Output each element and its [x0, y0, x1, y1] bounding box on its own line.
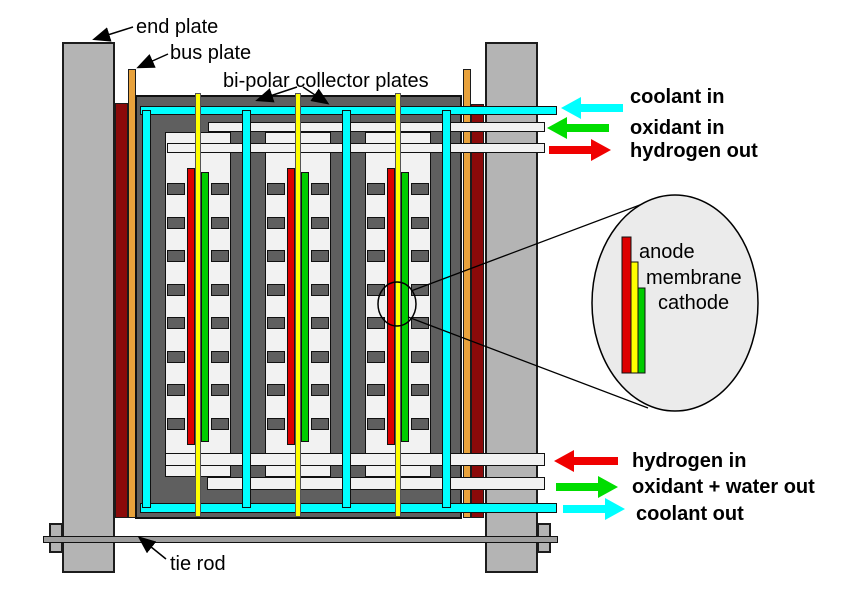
bus-plate-label: bus plate	[170, 42, 252, 64]
end-plate-label: end plate	[136, 16, 219, 38]
bus-plate-maroon-right	[471, 104, 484, 518]
hydrogen-in-arrow	[554, 450, 618, 472]
oxidant-out-manifold	[207, 477, 545, 490]
bus-plate-leader-line	[136, 53, 169, 69]
hydrogen-out-arrow	[549, 139, 611, 161]
bipolar-plates-label: bi-polar collector plates	[223, 70, 429, 92]
inset-cathode-label: cathode	[658, 292, 730, 314]
oxidant-in-label: oxidant in	[630, 117, 725, 139]
hydrogen-out-label: hydrogen out	[630, 140, 758, 162]
inset-membrane-label: membrane	[646, 267, 742, 289]
coolant-out-label: coolant out	[636, 503, 744, 525]
end-plate-leader-line	[92, 26, 134, 42]
inset-cathode-bar	[637, 287, 646, 374]
tie-rod-label: tie rod	[170, 553, 226, 575]
bipolar-leader-line-left	[255, 86, 298, 103]
bus-plate-orange-right	[463, 69, 471, 518]
oxidant-in-manifold	[208, 122, 545, 132]
tie-rod-leader-line	[137, 536, 167, 560]
inset-anode-label: anode	[639, 241, 695, 263]
oxidant-water-out-label: oxidant + water out	[632, 476, 815, 498]
bipolar-leader-line-right	[302, 86, 330, 105]
hydrogen-in-label: hydrogen in	[632, 450, 747, 472]
end-plate-left	[62, 42, 115, 573]
oxidant-in-arrow	[547, 117, 609, 139]
magnifier-source-circle	[377, 281, 417, 327]
tie-rod	[43, 536, 558, 543]
coolant-in-label: coolant in	[630, 86, 725, 108]
coolant-out-arrow	[563, 498, 625, 520]
inset-membrane-bar	[630, 261, 639, 374]
coolant-in-arrow	[561, 97, 623, 119]
magnifier-line-upper	[410, 196, 662, 292]
bus-plate-maroon-left	[115, 103, 128, 518]
oxidant-water-out-arrow	[556, 476, 618, 498]
inset-anode-bar	[621, 236, 632, 374]
